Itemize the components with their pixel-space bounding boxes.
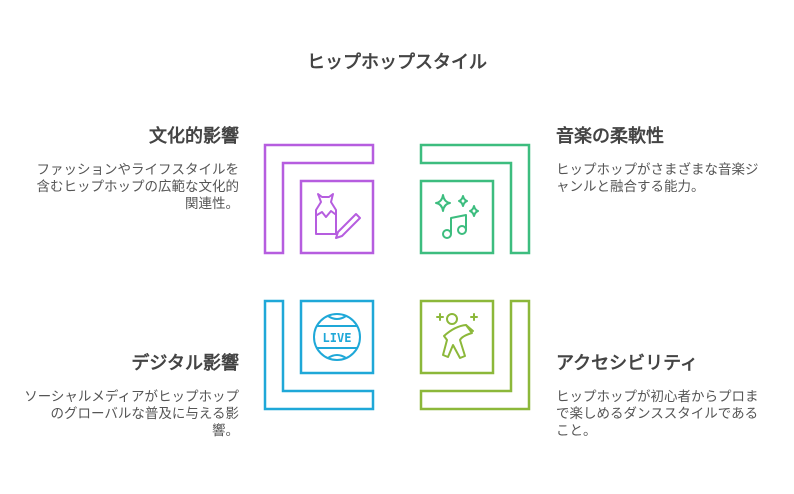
dancer-icon <box>436 313 478 359</box>
description: ヒップホップが初心者からプロまで楽しめるダンススタイルであること。 <box>556 389 759 439</box>
cultural-quadrant <box>263 143 375 255</box>
digital-influence-block: デジタル影響 ソーシャルメディアがヒップホップのグローバルな普及に与える影響。 <box>24 349 239 440</box>
description: ソーシャルメディアがヒップホップのグローバルな普及に与える影響。 <box>24 389 239 439</box>
heading: 文化的影響 <box>149 126 239 147</box>
heading: デジタル影響 <box>131 353 239 374</box>
heading: アクセシビリティ <box>556 353 699 374</box>
live-label: LIVE <box>323 331 352 345</box>
music-quadrant <box>419 143 531 255</box>
description: ヒップホップがさまざまな音楽ジャンルと融合する能力。 <box>556 162 759 195</box>
accessibility-quadrant <box>419 299 531 411</box>
digital-quadrant: LIVE <box>263 299 375 411</box>
cultural-influence-block: 文化的影響 ファッションやライフスタイルを含むヒップホップの広範な文化的関連性。 <box>24 122 240 213</box>
heading: 音楽の柔軟性 <box>556 126 664 147</box>
accessibility-block: アクセシビリティ ヒップホップが初心者からプロまで楽しめるダンススタイルであるこ… <box>556 349 771 440</box>
description: ファッションやライフスタイルを含むヒップホップの広範な文化的関連性。 <box>36 162 240 212</box>
music-sparkle-icon <box>435 194 479 239</box>
music-flexibility-block: 音楽の柔軟性 ヒップホップがさまざまな音楽ジャンルと融合する能力。 <box>556 122 771 196</box>
dress-pencil-icon <box>315 193 361 239</box>
diagram-title: ヒップホップスタイル <box>307 52 487 73</box>
live-globe-icon: LIVE <box>313 313 361 361</box>
